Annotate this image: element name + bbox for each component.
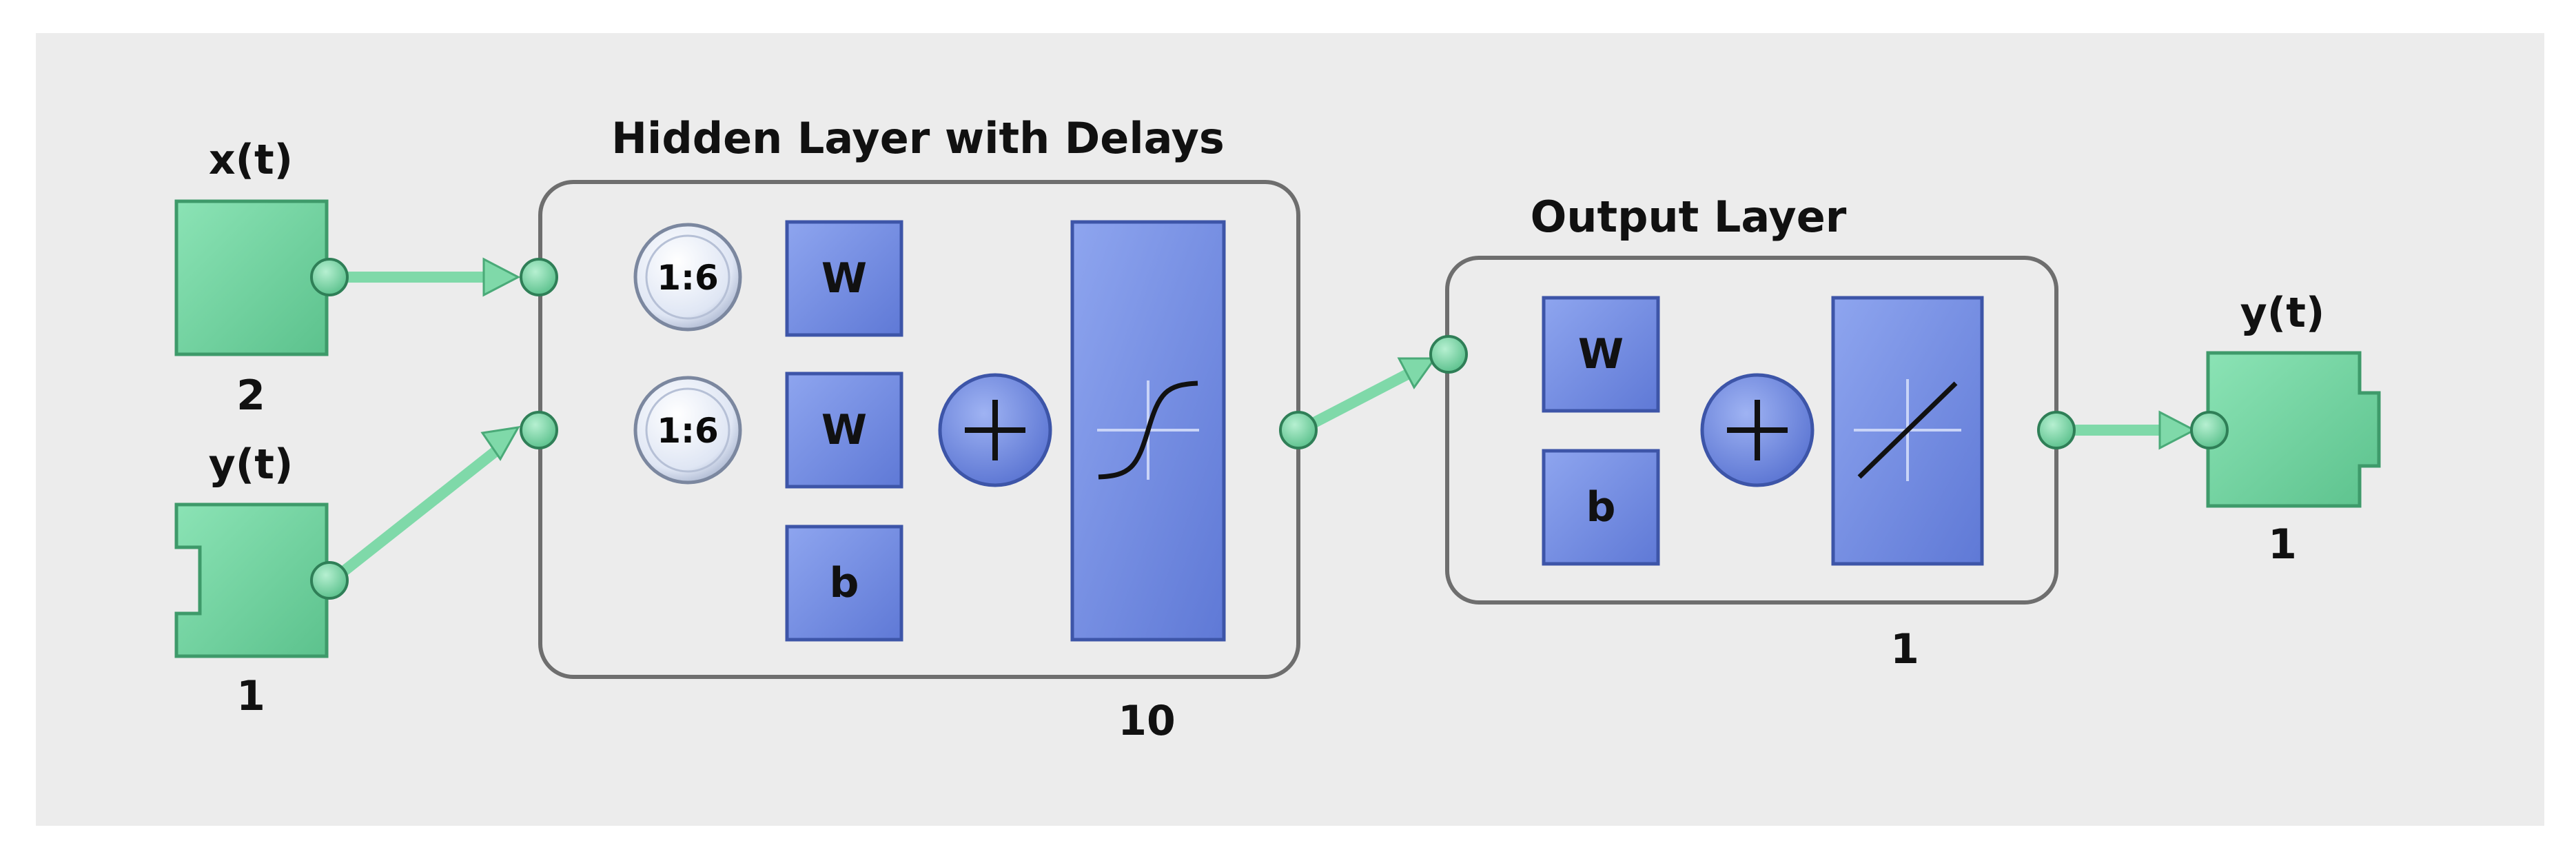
output-bias-block[interactable] xyxy=(1542,449,1660,566)
hidden-weight-y-label: W xyxy=(821,406,867,454)
output-weight-label: W xyxy=(1578,330,1624,378)
output-size: 1 xyxy=(2268,520,2297,569)
input-x-size: 2 xyxy=(236,372,265,420)
output-label: y(t) xyxy=(2240,289,2325,337)
arrow-y-input xyxy=(480,426,520,461)
dot-input-x-out xyxy=(310,258,349,296)
delay-y-clock-icon: 1:6 xyxy=(633,376,742,485)
dot-output-layer-in xyxy=(1429,335,1468,374)
hidden-weight-x-label: W xyxy=(821,254,867,303)
dot-hidden-out xyxy=(1279,411,1318,449)
output-layer-size: 1 xyxy=(1890,625,1919,673)
hidden-sum-plus-icon[interactable] xyxy=(938,373,1052,487)
output-block[interactable] xyxy=(2206,351,2381,508)
delay-x-clock-icon: 1:6 xyxy=(633,223,742,332)
hidden-layer-title: Hidden Layer with Delays xyxy=(611,113,1225,163)
output-sum-plus-icon[interactable] xyxy=(1700,373,1815,487)
connection-dots xyxy=(310,258,2229,600)
arrow-x-input xyxy=(482,257,521,297)
dot-output-layer-out xyxy=(2037,411,2076,449)
output-bias-label: b xyxy=(1586,483,1616,531)
hidden-bias-block[interactable] xyxy=(785,525,903,642)
dot-output-in xyxy=(2190,411,2229,449)
input-y-block[interactable] xyxy=(174,502,329,658)
output-layer-title: Output Layer xyxy=(1531,192,1847,242)
hidden-weight-x-block[interactable] xyxy=(785,220,903,337)
delay-x-label: 1:6 xyxy=(657,258,719,298)
input-x-block[interactable] xyxy=(174,199,329,356)
output-weight-block[interactable] xyxy=(1542,296,1660,413)
hidden-transfer-tansig-icon[interactable] xyxy=(1070,220,1226,642)
wire-hidden-output xyxy=(1294,367,1417,436)
delay-y-label: 1:6 xyxy=(657,411,719,451)
input-y-size: 1 xyxy=(236,672,265,720)
arrow-target xyxy=(2158,410,2197,450)
dot-hidden-x-in xyxy=(520,258,558,296)
input-y-label: y(t) xyxy=(209,440,294,489)
hidden-weight-y-block[interactable] xyxy=(785,372,903,489)
arrow-output-layer-in xyxy=(1397,357,1437,389)
dot-input-y-out xyxy=(310,561,349,600)
input-x-label: x(t) xyxy=(209,136,293,184)
output-transfer-purelin-icon[interactable] xyxy=(1831,296,1984,566)
hidden-bias-label: b xyxy=(830,559,859,607)
wire-y-input xyxy=(327,445,502,586)
hidden-layer-size: 10 xyxy=(1118,697,1176,745)
dot-hidden-y-in xyxy=(520,411,558,449)
